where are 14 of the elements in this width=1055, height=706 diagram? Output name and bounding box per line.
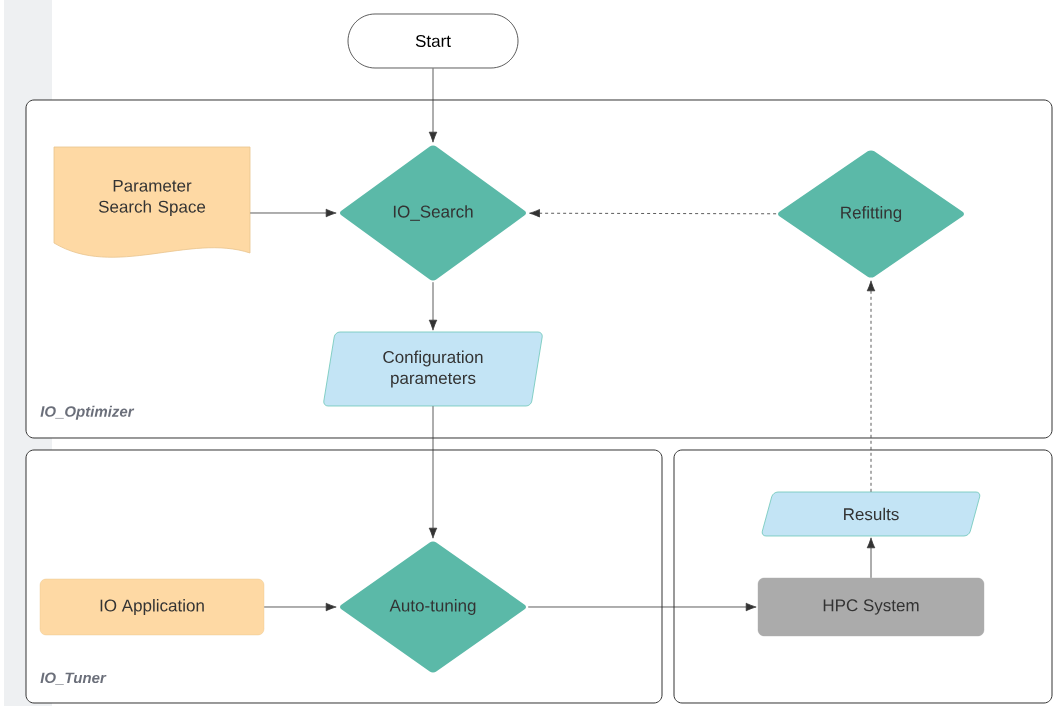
- process-box: IO Application: [39, 578, 265, 636]
- data-parallelogram: Results: [761, 491, 981, 537]
- arrow: [428, 405, 438, 539]
- arrow: [527, 602, 757, 612]
- data-parallelogram: Configuration parameters: [323, 331, 543, 407]
- arrow: [428, 68, 438, 143]
- arrow: [866, 537, 876, 579]
- process-box: HPC System: [757, 577, 985, 637]
- arrow: [428, 281, 438, 331]
- arrow: [263, 602, 337, 612]
- arrow: [529, 209, 777, 218]
- arrow: [866, 280, 876, 493]
- arrow: [249, 208, 337, 218]
- start-terminal: Start: [347, 13, 519, 69]
